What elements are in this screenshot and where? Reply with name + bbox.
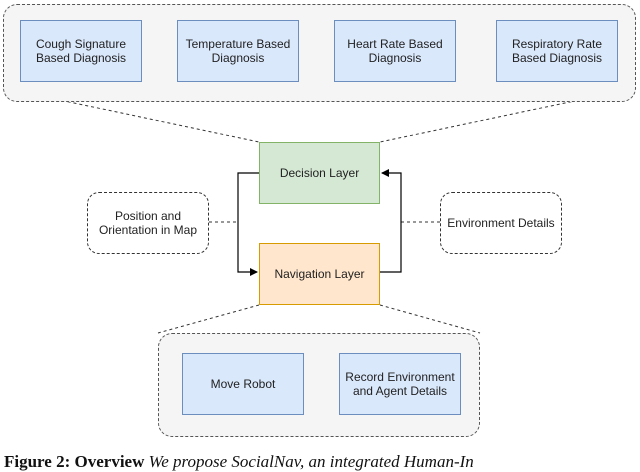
caption-rest-text: We propose SocialNav, an integrated Huma… — [144, 452, 474, 471]
figure-label: Figure 2: — [4, 452, 71, 471]
figure-caption: Figure 2: Overview We propose SocialNav,… — [4, 452, 640, 472]
arrow-decision-to-navigation — [237, 172, 259, 276]
position-orientation-box: Position and Orientation in Map — [87, 192, 209, 254]
cough-diagnosis-box: Cough Signature Based Diagnosis — [20, 20, 142, 82]
environment-details-box: Environment Details — [440, 192, 562, 254]
caption-bold-text: Overview — [74, 452, 145, 471]
record-environment-box: Record Environment and Agent Details — [339, 353, 461, 415]
move-robot-box: Move Robot — [182, 353, 304, 415]
heart-rate-diagnosis-box: Heart Rate Based Diagnosis — [334, 20, 456, 82]
arrow-navigation-to-decision — [380, 169, 402, 273]
temperature-diagnosis-box: Temperature Based Diagnosis — [177, 20, 299, 82]
decision-layer-box: Decision Layer — [259, 142, 380, 204]
navigation-layer-box: Navigation Layer — [259, 243, 380, 305]
respiratory-diagnosis-box: Respiratory Rate Based Diagnosis — [496, 20, 618, 82]
zoom-line-right-bottom — [379, 304, 481, 334]
zoom-line-left-bottom — [157, 304, 260, 334]
